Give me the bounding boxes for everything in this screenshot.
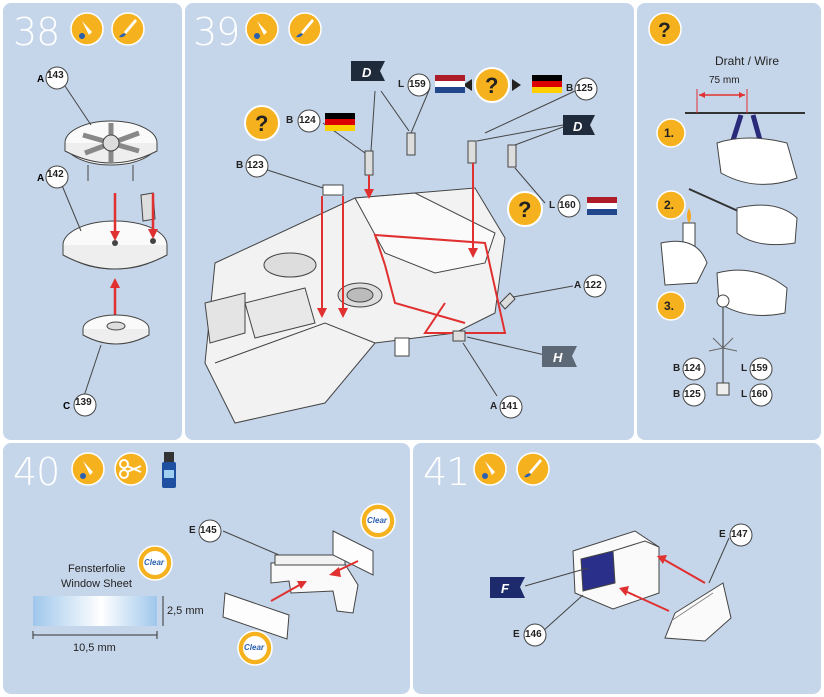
clear-icon: Clear xyxy=(244,643,265,652)
part-number-159: 159 xyxy=(409,79,426,90)
part-number-124: 124 xyxy=(299,115,316,126)
wire-title: Draht / Wire xyxy=(715,54,780,68)
sheet-width: 10,5 mm xyxy=(73,642,116,654)
step-40-panel: 40 xyxy=(3,443,410,694)
paint-drop-icon xyxy=(70,12,104,46)
question-icon: ? xyxy=(648,12,682,46)
step-41-panel: 41 F E 147 E 146 xyxy=(413,443,821,694)
part-number-146: 146 xyxy=(525,629,542,640)
wire-step-1: 1. xyxy=(664,126,675,140)
wire-length: 75 mm xyxy=(709,75,740,86)
flag-d-1: D xyxy=(362,65,372,80)
brush-icon xyxy=(288,12,322,46)
wire-instruction-panel: ? Draht / Wire 75 mm xyxy=(637,3,821,440)
part-code: B xyxy=(286,115,294,126)
glue-bottle-icon xyxy=(162,452,176,488)
svg-text:A: A xyxy=(37,173,44,184)
wire-step-2: 2. xyxy=(664,198,675,212)
svg-text:C: C xyxy=(63,401,70,412)
part-number-123: 123 xyxy=(247,160,264,171)
window-sheet-label-en: Window Sheet xyxy=(61,578,132,590)
part-number-145: 145 xyxy=(200,525,217,536)
part-number-125: 125 xyxy=(684,389,701,400)
step-39-drawing: ? ? ? xyxy=(204,61,617,424)
clear-icon: Clear xyxy=(367,516,388,525)
cut-icon xyxy=(114,452,148,486)
part-number-143: 143 xyxy=(47,70,64,81)
flag-d-2: D xyxy=(573,119,583,134)
part-code: B xyxy=(566,83,574,94)
part-number-141: 141 xyxy=(501,401,518,412)
part-number-160: 160 xyxy=(559,200,576,211)
part-code: L xyxy=(741,389,748,400)
part-code: E xyxy=(719,529,726,540)
svg-text:A: A xyxy=(37,74,44,85)
part-number-142: 142 xyxy=(47,169,64,180)
step-40-drawing xyxy=(32,503,396,666)
svg-text:?: ? xyxy=(255,111,268,136)
flag-h: H xyxy=(553,350,563,365)
part-code: L xyxy=(549,200,556,211)
part-number-139: 139 xyxy=(75,397,92,408)
window-sheet-label-de: Fensterfolie xyxy=(68,563,126,575)
wire-steps-drawing xyxy=(656,89,805,407)
step-number: 39 xyxy=(193,10,240,54)
flag-f: F xyxy=(501,581,509,596)
part-code: E xyxy=(513,629,520,640)
part-number-160: 160 xyxy=(751,389,768,400)
paint-drop-icon xyxy=(473,452,507,486)
part-number-159: 159 xyxy=(751,363,768,374)
paint-drop-icon xyxy=(71,452,105,486)
part-code: L xyxy=(398,79,405,90)
part-code: A xyxy=(574,280,582,291)
part-number-124: 124 xyxy=(684,363,701,374)
sheet-height: 2,5 mm xyxy=(167,605,204,617)
part-code: L xyxy=(741,363,748,374)
wire-step-3: 3. xyxy=(664,299,675,313)
step-41-drawing xyxy=(490,523,753,647)
brush-icon xyxy=(516,452,550,486)
part-code: B xyxy=(673,389,681,400)
step-38-drawing: A A C xyxy=(37,66,168,417)
step-number: 40 xyxy=(13,450,60,494)
paint-drop-icon xyxy=(245,12,279,46)
svg-text:?: ? xyxy=(658,19,671,42)
svg-text:?: ? xyxy=(485,73,498,98)
part-number-122: 122 xyxy=(585,280,602,291)
step-number: 41 xyxy=(423,450,470,494)
part-number-125: 125 xyxy=(576,83,593,94)
part-code: B xyxy=(673,363,681,374)
svg-text:?: ? xyxy=(518,197,531,222)
step-number: 38 xyxy=(13,10,60,54)
clear-icon: Clear xyxy=(144,558,165,567)
part-number-147: 147 xyxy=(731,529,748,540)
step-39-panel: 39 xyxy=(185,3,634,440)
brush-icon xyxy=(111,12,145,46)
part-code: B xyxy=(236,160,244,171)
part-code: E xyxy=(189,525,196,536)
step-38-panel: 38 A A C xyxy=(3,3,182,440)
part-code: A xyxy=(490,401,498,412)
